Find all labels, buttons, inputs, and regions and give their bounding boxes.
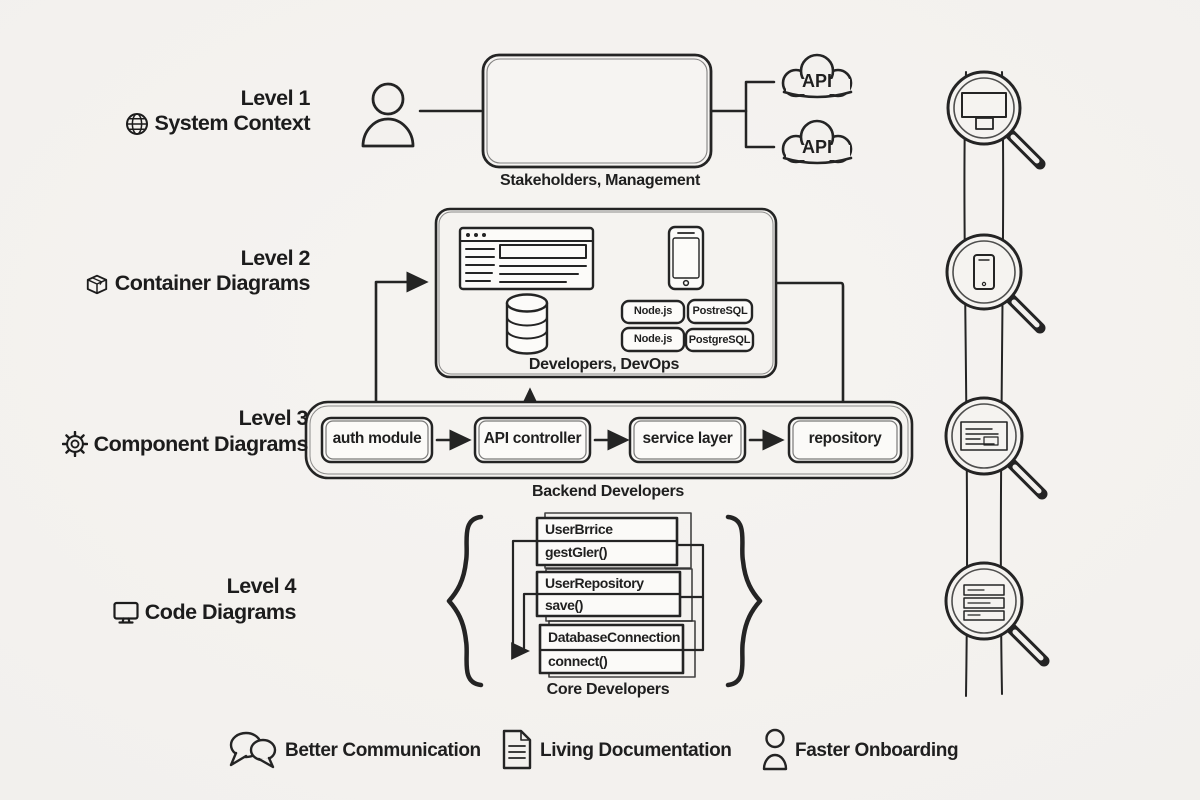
monitor-icon (113, 601, 139, 624)
gear-icon (61, 431, 88, 457)
class-box-userrepository (535, 570, 682, 618)
level2-title: Container Diagrams (114, 271, 311, 295)
class1-method: gestGler() (545, 544, 608, 560)
benefit-documentation-label: Living Documentation (540, 740, 732, 761)
connector-class-left-inner (522, 592, 539, 650)
badge-nodejs-1: Node.js (633, 305, 673, 317)
phone-icon (667, 225, 705, 291)
level2-number: Level 2 (240, 246, 311, 270)
level3-caption: Backend Developers (531, 483, 684, 500)
component-box-repository (787, 416, 903, 464)
class3-name: DatabaseConnection (548, 629, 681, 645)
api-cloud-top-icon (781, 53, 853, 99)
class2-method: save() (545, 597, 584, 613)
magnifier-icon-level2 (945, 233, 1046, 334)
browser-icon (458, 226, 595, 291)
level1-caption: Stakeholders, Management (500, 172, 700, 189)
person-icon (762, 728, 788, 771)
level3-title: Component Diagrams (93, 431, 309, 456)
level1-diagram (361, 53, 853, 169)
tech-badges (620, 298, 755, 353)
api-label-top: API (801, 71, 832, 91)
component-box-auth (320, 416, 434, 464)
system-box (481, 53, 713, 169)
level4-number: Level 4 (226, 574, 297, 598)
level2-diagram (434, 207, 778, 379)
level2-caption: Developers, DevOps (528, 356, 680, 373)
document-icon (502, 729, 532, 770)
benefit-onboarding-label: Faster Onboarding (795, 740, 959, 761)
level4-diagram (446, 512, 763, 688)
badge-postgresql-2: PostgreSQL (688, 334, 751, 346)
component-label-api-controller: API controller (483, 430, 582, 447)
magnifier-icon-level1 (946, 70, 1046, 170)
api-label-bottom: API (801, 137, 832, 157)
component-label-service-layer: service layer (642, 430, 733, 447)
magnifier-icon-level3 (944, 396, 1048, 500)
level1-title: System Context (154, 111, 311, 135)
level2-label: Level 2 Container Diagrams (38, 246, 311, 296)
connector-container-to-repository (774, 281, 845, 416)
brace-right (725, 514, 763, 688)
class3-method: connect() (548, 653, 608, 669)
level4-label: Level 4 Code Diagrams (40, 574, 297, 625)
component-label-auth: auth module (332, 430, 422, 447)
connector-auth-to-container (374, 271, 429, 422)
level3-label: Level 3 Component Diagrams (28, 406, 309, 457)
badge-postgresql-1: PostreSQL (692, 305, 748, 317)
magnifier-icon-level4 (944, 561, 1050, 667)
api-cloud-bottom-icon (781, 119, 853, 165)
class2-name: UserRepository (545, 575, 644, 591)
level4-title: Code Diagrams (144, 599, 297, 624)
speech-bubbles-icon (229, 731, 277, 769)
user-icon (361, 82, 415, 148)
level4-caption: Core Developers (546, 681, 670, 698)
brace-left (446, 514, 484, 688)
magnifier-strip (944, 70, 1050, 697)
component-box-service-layer (628, 416, 747, 464)
globe-icon (125, 112, 148, 135)
badge-nodejs-2: Node.js (633, 333, 673, 345)
benefit-communication-label: Better Communication (285, 740, 481, 761)
component-box-api-controller (473, 416, 592, 464)
level1-number: Level 1 (240, 86, 311, 110)
class1-name: UserBrrice (545, 521, 613, 537)
level3-diagram (304, 400, 914, 480)
class-box-userservice (535, 516, 679, 567)
connector-class-left-outer (511, 539, 539, 660)
level1-label: Level 1 System Context (60, 86, 311, 136)
level3-number: Level 3 (238, 406, 309, 430)
class-box-databaseconnection (538, 623, 685, 675)
database-icon (505, 293, 549, 355)
component-label-repository: repository (808, 430, 882, 447)
package-icon (86, 274, 107, 294)
connector-apis-bracket (744, 80, 776, 149)
